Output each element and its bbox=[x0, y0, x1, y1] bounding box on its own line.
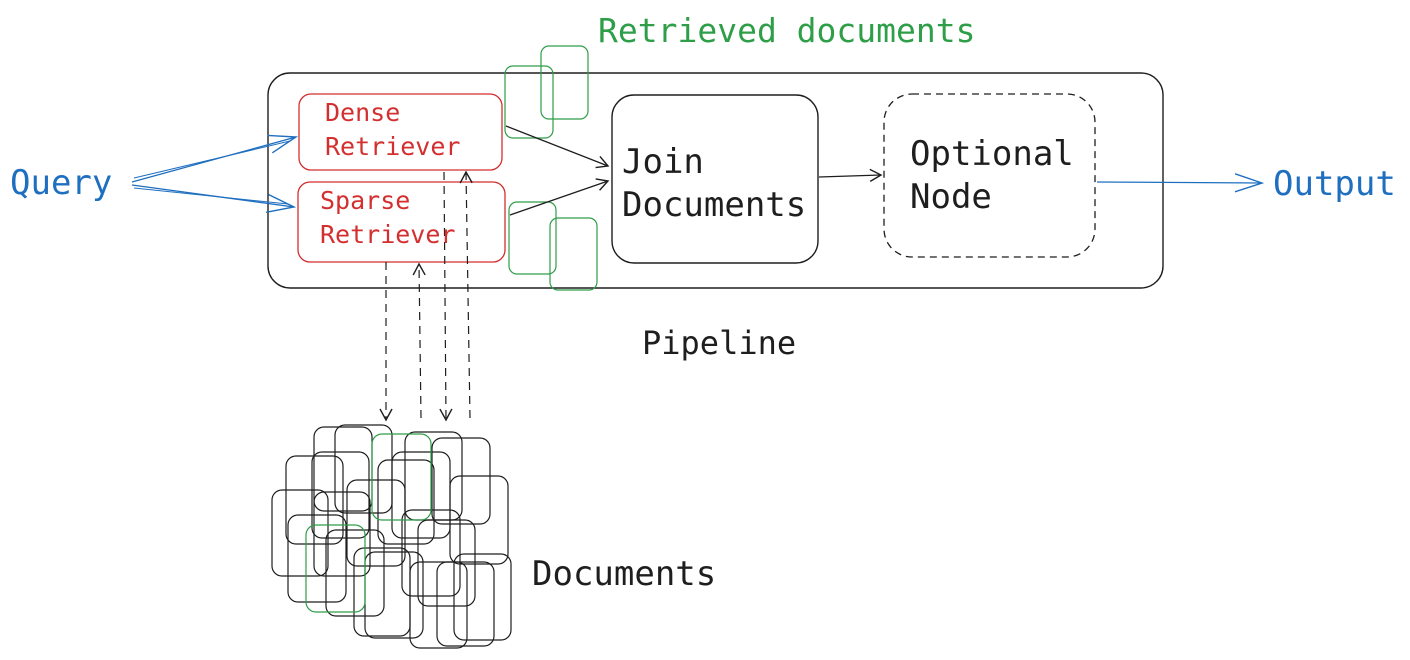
document-store-matches bbox=[305, 433, 432, 613]
pipeline-label: Pipeline bbox=[642, 324, 797, 362]
dense-retriever-box bbox=[298, 93, 503, 171]
dense-to-docs-dashed-arrow bbox=[439, 171, 453, 422]
retrieved-documents-title: Retrieved documents bbox=[598, 11, 976, 50]
docs-to-dense-dashed-arrow bbox=[459, 170, 473, 419]
retrieved-docs-bottom bbox=[508, 201, 598, 291]
join-to-optional-arrow bbox=[818, 168, 883, 182]
document-store-links bbox=[379, 170, 473, 422]
optional-node-label-line1: Optional bbox=[910, 134, 1074, 174]
docs-to-sparse-dashed-arrow bbox=[412, 262, 426, 419]
sparse-retriever-label-line1: Sparse bbox=[320, 186, 411, 215]
join-documents-box bbox=[611, 94, 819, 264]
dense-retriever-label-line1: Dense bbox=[325, 98, 401, 127]
optional-node-box bbox=[883, 93, 1096, 258]
query-to-dense-arrow-stroke2 bbox=[133, 140, 291, 179]
query-to-sparse-arrow-stroke2 bbox=[133, 187, 289, 205]
sparse-retriever-box bbox=[297, 181, 506, 263]
documents-label: Documents bbox=[532, 554, 717, 594]
sparse-to-join-arrow bbox=[509, 178, 610, 216]
join-documents-label-line2: Documents bbox=[622, 185, 807, 225]
optional-node-label-line2: Node bbox=[910, 177, 992, 217]
query-label: Query bbox=[10, 163, 113, 203]
retrieved-docs-top bbox=[504, 45, 589, 139]
dense-retriever-label-line2: Retriever bbox=[325, 132, 461, 161]
sparse-retriever-label-line2: Retriever bbox=[320, 220, 456, 249]
join-documents-label-line1: Join bbox=[622, 142, 704, 182]
document-store-cluster bbox=[271, 424, 512, 649]
optional-to-output-arrow bbox=[1096, 182, 1262, 183]
output-label: Output bbox=[1273, 164, 1396, 204]
pipeline-box bbox=[267, 72, 1164, 289]
dense-to-join-arrow bbox=[505, 125, 610, 169]
